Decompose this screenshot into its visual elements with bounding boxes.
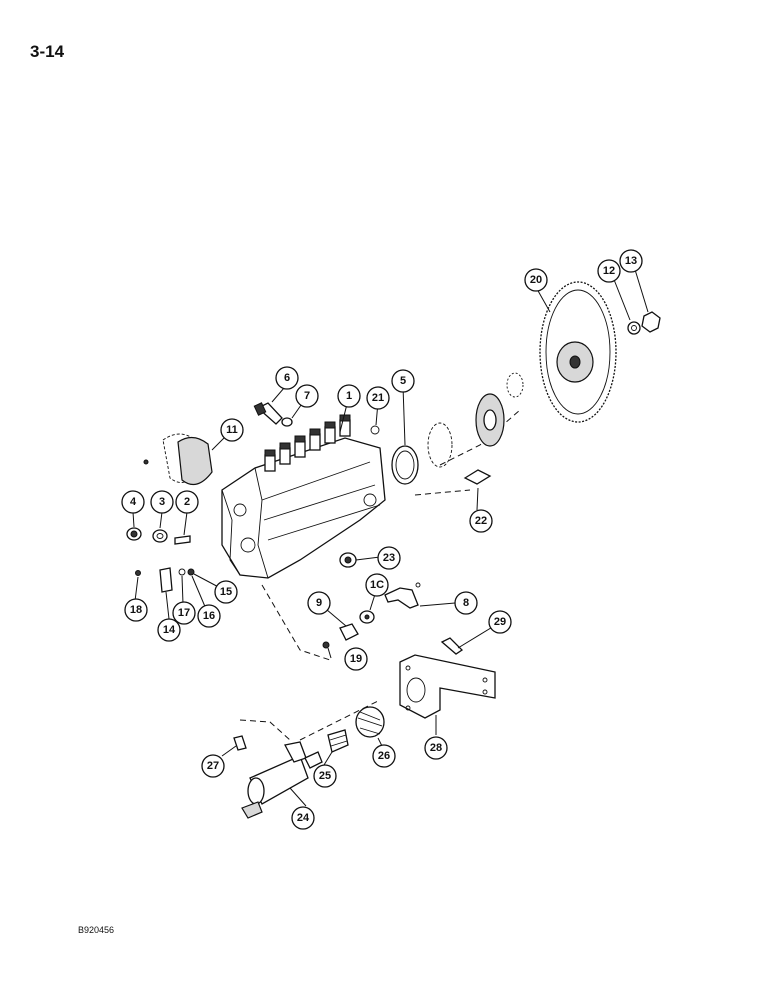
injection-pump-part [221,414,386,579]
callout-14: 14 [157,618,181,642]
svg-text:19: 19 [350,653,362,665]
svg-text:26: 26 [378,750,390,762]
callout-12: 12 [597,259,621,283]
boot-spring [327,706,385,753]
svg-text:16: 16 [203,610,215,622]
callout-4: 4 [121,490,145,514]
svg-text:4: 4 [130,496,137,508]
callout-24: 24 [291,806,315,830]
fitting-part [339,552,357,568]
callout-29: 29 [488,610,512,634]
svg-text:27: 27 [207,760,219,772]
svg-text:22: 22 [475,515,487,527]
svg-text:6: 6 [284,372,290,384]
svg-text:12: 12 [603,265,615,277]
svg-text:1: 1 [346,390,352,402]
svg-text:28: 28 [430,742,442,754]
bolt-washer [253,402,293,427]
svg-text:8: 8 [463,597,469,609]
lever-parts [322,582,421,649]
assembly-dashed-lines [239,409,521,741]
callout-1: 1 [337,384,361,408]
callout-21: 21 [366,386,390,410]
svg-text:21: 21 [372,392,384,404]
svg-text:25: 25 [319,770,331,782]
drawing-code: B920456 [78,925,115,935]
callout-10: 1C [365,573,389,597]
callout-19: 19 [344,647,368,671]
callout-8: 8 [454,591,478,615]
svg-text:2: 2 [184,496,190,508]
svg-text:13: 13 [625,255,637,267]
gear-fasteners [627,311,661,335]
callout-23: 23 [377,546,401,570]
drive-gear-part [539,281,617,423]
svg-text:1C: 1C [370,579,384,591]
svg-text:17: 17 [178,607,190,619]
svg-text:15: 15 [220,586,232,598]
callout-3: 3 [150,490,174,514]
callout-28: 28 [424,736,448,760]
svg-text:24: 24 [297,812,310,824]
callout-22: 22 [469,509,493,533]
callout-16: 16 [197,604,221,628]
bracket-parts [135,567,195,593]
callout-6: 6 [275,366,299,390]
callout-11: 11 [220,418,244,442]
mounting-bracket-part [399,654,496,719]
seals [370,425,419,485]
svg-text:29: 29 [494,616,506,628]
callout-26: 26 [372,744,396,768]
svg-text:20: 20 [530,274,542,286]
svg-text:5: 5 [400,375,406,387]
page-number: 3-14 [30,42,65,61]
callout-9: 9 [307,591,331,615]
svg-text:14: 14 [163,624,176,636]
callout-7: 7 [295,384,319,408]
cover-plate-part [143,433,213,486]
solenoid-part [241,741,323,819]
svg-text:3: 3 [159,496,165,508]
callout-5: 5 [391,369,415,393]
callout-18: 18 [124,598,148,622]
svg-text:11: 11 [226,424,238,436]
callout-20: 20 [524,268,548,292]
bracket-bolt [440,637,464,655]
callout-25: 25 [313,764,337,788]
hub-plates [427,372,524,468]
callout-17: 17 [172,601,196,625]
callout-13: 13 [619,249,643,273]
callout-27: 27 [201,754,225,778]
stud-part [463,469,492,485]
svg-text:9: 9 [316,597,322,609]
svg-text:23: 23 [383,552,395,564]
left-fittings [126,527,191,545]
solenoid-bolt [233,735,247,751]
svg-text:18: 18 [130,604,142,616]
svg-text:7: 7 [304,390,310,402]
callout-2: 2 [175,490,199,514]
callout-15: 15 [214,580,238,604]
delivery-valves [264,414,351,472]
